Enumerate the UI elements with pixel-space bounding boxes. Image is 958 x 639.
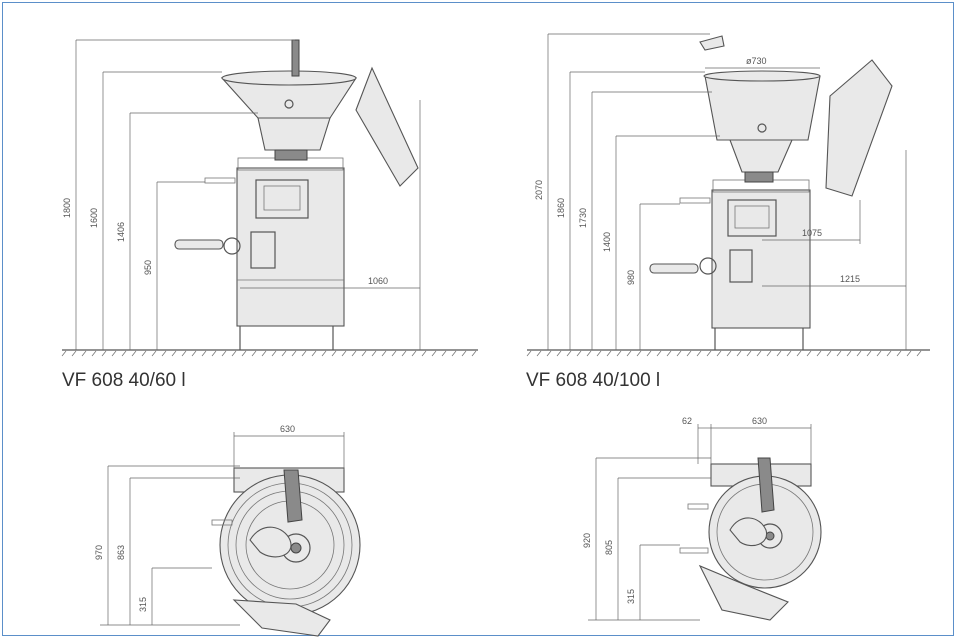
dim-right-1730: 1730 (578, 208, 588, 228)
dim-left-1600: 1600 (89, 208, 99, 228)
machine-body-left (236, 167, 345, 327)
feed-pipe-left (291, 39, 300, 77)
dim-left-1060: 1060 (368, 276, 388, 286)
floor-hatch-left (61, 350, 477, 357)
side-view-right: 2070 1860 1730 1400 980 ø730 1075 1215 (526, 33, 930, 357)
lid-left (232, 599, 331, 637)
lid-right (698, 564, 789, 621)
blade-left (249, 526, 292, 558)
side-view-left: 1800 1600 1406 950 1060 (61, 39, 478, 357)
dim-right-980: 980 (626, 270, 636, 285)
blade-right (729, 517, 768, 547)
dim-right-1215: 1215 (840, 274, 860, 284)
dim-top-left-863: 863 (116, 545, 126, 560)
dim-left-1406: 1406 (116, 222, 126, 242)
dim-right-diameter: ø730 (746, 56, 767, 66)
hopper-neck-left (257, 117, 331, 151)
hopper-right (704, 75, 821, 141)
machine-body-right (711, 189, 811, 329)
top-view-left: 630 970 863 315 (94, 424, 361, 637)
floor-hatch-right (526, 350, 922, 357)
wheel-right (699, 257, 717, 275)
tilted-hopper-left (355, 66, 419, 187)
control-panel-left (255, 179, 309, 219)
tilted-hopper-right (825, 59, 893, 197)
handle-left (174, 239, 224, 250)
dim-top-right-62: 62 (682, 416, 692, 426)
dim-top-right-630: 630 (752, 416, 767, 426)
handle-right (649, 263, 699, 274)
feed-chute-right (699, 35, 725, 51)
dim-right-2070: 2070 (534, 180, 544, 200)
access-panel-left (250, 231, 276, 269)
dim-top-right-920: 920 (582, 533, 592, 548)
display-right (734, 205, 770, 229)
access-panel-right (729, 249, 753, 283)
hopper-rim-left (221, 70, 357, 86)
dim-top-left-970: 970 (94, 545, 104, 560)
lifting-arm-left (283, 469, 303, 523)
control-panel-right (727, 199, 777, 237)
hopper-neck-right (729, 139, 793, 173)
dim-right-1400: 1400 (602, 232, 612, 252)
dim-top-right-315: 315 (626, 589, 636, 604)
caption-left-model: VF 608 40/60 l (62, 370, 186, 391)
top-view-right: 62 630 920 805 315 (582, 416, 822, 621)
dim-top-left-630: 630 (280, 424, 295, 434)
display-left (263, 185, 301, 211)
dim-left-1800: 1800 (62, 198, 72, 218)
hopper-rim-right (703, 70, 821, 82)
dim-left-950: 950 (143, 260, 153, 275)
dim-right-1075: 1075 (802, 228, 822, 238)
wheel-left (223, 237, 241, 255)
caption-right-model: VF 608 40/100 l (526, 370, 661, 391)
dim-right-1860: 1860 (556, 198, 566, 218)
dim-top-right-805: 805 (604, 540, 614, 555)
dim-top-left-315: 315 (138, 597, 148, 612)
lifting-arm-right (757, 457, 775, 513)
